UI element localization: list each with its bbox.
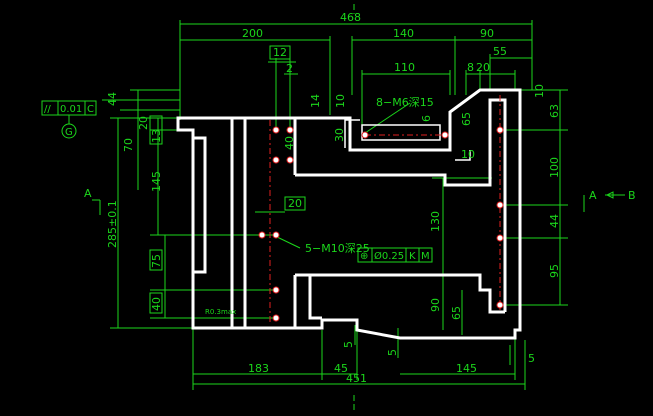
dim-inner-20box: 20: [288, 197, 302, 210]
hole-m10-2: [286, 126, 294, 134]
dim-right-63: 63: [548, 104, 561, 118]
hole-m10-8: [272, 314, 280, 322]
dim-inner-10: 10: [461, 148, 475, 161]
dim-top-overall: 468: [340, 11, 361, 24]
dim-bottom-5a: 5: [342, 341, 355, 348]
hole-m6-2: [441, 131, 449, 139]
dim-top-20: 20: [476, 61, 490, 74]
dim-box-20: [284, 196, 306, 211]
position-symbol: ⊕: [360, 251, 368, 262]
dim-left-overall: 285±0.1: [106, 200, 119, 248]
hole-m10-3: [272, 156, 280, 164]
dim-bottom-5b: 5: [386, 349, 399, 356]
dim-left-44: 44: [106, 92, 119, 106]
note-m10-holes: 5−M10深25: [305, 242, 370, 255]
dim-right-95: 95: [548, 264, 561, 278]
dim-top-110: 110: [394, 61, 415, 74]
hole-m10-5: [258, 231, 266, 239]
dim-box-13-left: [149, 129, 163, 145]
dim-bottom-183: 183: [248, 362, 269, 375]
dim-v-14: 14: [309, 94, 322, 108]
part-outline: [176, 88, 522, 340]
dim-left-13: 13: [150, 129, 163, 143]
dim-v-65a: 65: [460, 112, 473, 126]
dim-left-75: 75: [150, 254, 163, 268]
position-tolerance: Ø0.25: [374, 250, 404, 262]
parallel-datum: C: [87, 104, 94, 115]
dim-right-44: 44: [548, 214, 561, 228]
position-tolerance-frame: ⊕ Ø0.25 K M: [357, 247, 433, 263]
dim-box-40: [149, 292, 163, 314]
dim-box-12: [269, 45, 291, 60]
section-right-b: B: [628, 189, 636, 202]
dim-top-2: 2: [286, 62, 293, 75]
section-left-a: A: [84, 187, 92, 200]
dim-left-20: 20: [137, 116, 150, 130]
hole-m6-5: [496, 234, 504, 242]
dim-bottom-45: 45: [334, 362, 348, 375]
hole-m6-3: [496, 126, 504, 134]
dim-bottom-overall: 451: [346, 372, 367, 385]
dim-v-30: 30: [333, 128, 346, 142]
parallel-tolerance-frame: // 0.01 C G: [41, 100, 97, 139]
dim-v-6: 6: [420, 115, 433, 122]
dim-inner-130: 130: [429, 211, 442, 232]
hole-m6-6: [496, 301, 504, 309]
roughness-note: R0.3max: [205, 308, 236, 316]
dim-top-12: 12: [273, 46, 287, 59]
hole-m6-1: [361, 131, 369, 139]
dim-v-10b: 10: [533, 84, 546, 98]
dim-v-40: 40: [283, 136, 296, 150]
dim-v-10a: 10: [334, 94, 347, 108]
note-m6-holes: 8−M6深15: [376, 96, 434, 109]
datum-g: G: [65, 127, 73, 138]
dim-right-100: 100: [548, 157, 561, 178]
hole-m6-4: [496, 201, 504, 209]
dim-top-90: 90: [480, 27, 494, 40]
section-right-arrow: [605, 191, 614, 199]
holes: [258, 126, 504, 322]
hole-m10-4: [286, 156, 294, 164]
dimension-lines: [99, 4, 625, 412]
hole-m10-6: [272, 231, 280, 239]
parallel-symbol: //: [44, 104, 51, 115]
hole-m10-1: [272, 126, 280, 134]
dim-inner-65b: 65: [450, 306, 463, 320]
dim-left-40: 40: [150, 297, 163, 311]
dim-top-8: 8: [467, 61, 474, 74]
datum-m: M: [421, 251, 430, 262]
dim-bottom-145: 145: [456, 362, 477, 375]
dim-top-140: 140: [393, 27, 414, 40]
dim-left-145: 145: [150, 171, 163, 192]
dim-bottom-5c: 5: [528, 352, 535, 365]
dim-box-75: [149, 249, 163, 271]
dim-left-70: 70: [122, 138, 135, 152]
datum-k: K: [409, 251, 416, 262]
hole-m10-7: [272, 286, 280, 294]
parallel-tolerance: 0.01: [60, 104, 82, 115]
dim-top-200: 200: [242, 27, 263, 40]
dim-inner-90: 90: [429, 298, 442, 312]
section-right-a: A: [589, 189, 597, 202]
dim-top-55: 55: [493, 45, 507, 58]
